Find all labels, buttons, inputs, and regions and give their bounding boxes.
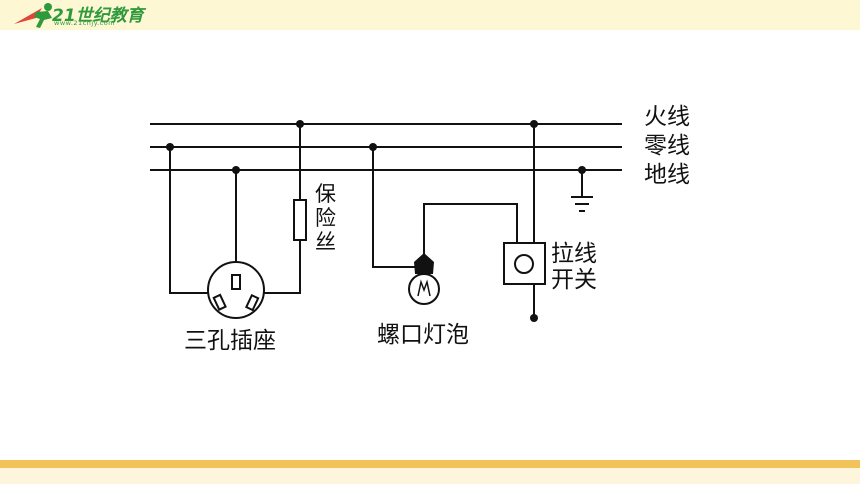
dot-bulb-neutral	[369, 143, 377, 151]
socket-label: 三孔插座	[184, 328, 276, 354]
dot-switch-live	[530, 120, 538, 128]
live-wire-label: 火线	[644, 104, 690, 130]
dot-ground	[578, 166, 586, 174]
logo-url: www.21cnjy.com	[54, 19, 116, 27]
footer-strip	[0, 468, 860, 484]
bulb-label: 螺口灯泡	[377, 322, 469, 348]
footer-band	[0, 460, 860, 468]
dot-fuse-live	[296, 120, 304, 128]
switch-label: 拉线开关	[551, 241, 597, 293]
socket-neutral-wire	[169, 147, 208, 294]
dot-switch-end	[530, 314, 538, 322]
bulb-icon	[408, 253, 440, 305]
bulb-neutral-wire	[372, 147, 415, 268]
junction-dots	[166, 120, 586, 322]
fuse-icon	[293, 199, 307, 241]
logo-text: 21世纪教育	[52, 6, 144, 26]
dot-socket-neutral	[166, 143, 174, 151]
dot-socket-ground	[232, 166, 240, 174]
bulb-switch-wire	[423, 203, 518, 255]
socket-icon	[207, 261, 265, 319]
logo-runner-icon	[14, 3, 52, 28]
fuse-label: 保险丝	[315, 182, 336, 254]
ground-wire-label: 地线	[644, 162, 690, 188]
ground-symbol-icon	[571, 196, 593, 212]
socket-live-wire	[264, 124, 301, 294]
header-bar: 21世纪教育 www.21cnjy.com	[0, 0, 860, 30]
pull-switch-icon	[503, 242, 546, 285]
neutral-wire-label: 零线	[644, 133, 690, 159]
